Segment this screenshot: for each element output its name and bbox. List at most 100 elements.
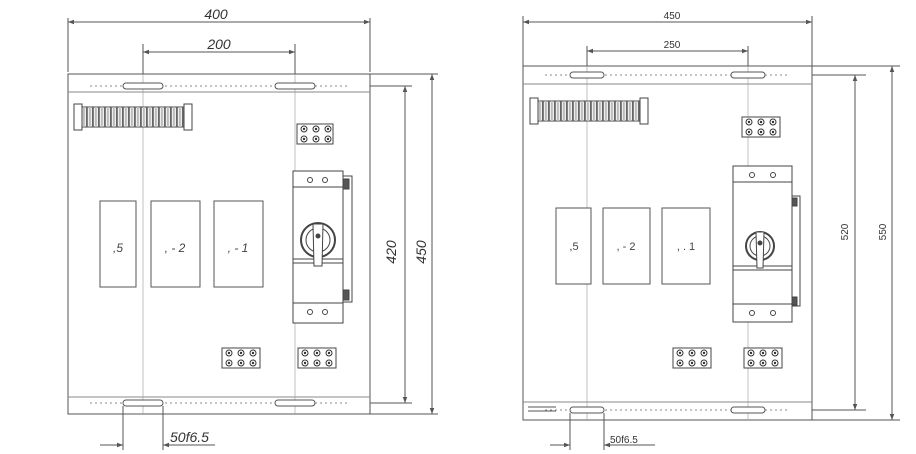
screw-head [302,137,306,141]
terminal-rib [554,101,556,121]
right-slot-dim: 50f6.5 [610,435,638,446]
terminal-rib [86,107,88,127]
left-terminal-block-bottom-2 [297,347,337,369]
left-slot-dim: 50f6.5 [170,429,209,445]
screw-head [747,120,751,124]
terminal-rib [95,107,97,127]
terminal-rib [116,107,118,127]
right-rotary-switch [732,165,801,323]
terminal-rib [539,101,541,121]
screw-head [759,130,763,134]
terminal-rib [563,101,565,121]
terminal-rib [542,101,544,121]
terminal-rib [581,101,583,121]
terminal-rib [167,107,169,127]
terminal-rib [614,101,616,121]
screw-head [690,351,694,355]
screw-head [327,361,331,365]
terminal-rib [158,107,160,127]
terminal-rib [149,107,151,127]
screw-head [315,351,319,355]
screw-head [678,351,682,355]
terminal-rib [113,107,115,127]
terminal-rib [104,107,106,127]
right-outer-height-dim: 550 [878,223,889,240]
terminal-rib [140,107,142,127]
terminal-rib [110,107,112,127]
terminal-rib [173,107,175,127]
terminal-rib [611,101,613,121]
right-inner-height-dim: 520 [840,223,851,240]
right-terminal-block-bottom-1 [672,347,712,369]
screw-head [239,361,243,365]
right-dimension-labels: 450 250 520 550 50f6.5 [610,11,889,446]
terminal-rib [608,101,610,121]
right-terminal-block-top [741,116,781,138]
right-hole-spacing-dim: 250 [664,40,681,51]
screw-head [327,351,331,355]
screw-head [773,361,777,365]
terminal-rib [569,101,571,121]
left-rotary-switch [292,170,353,324]
terminal-rib [152,107,154,127]
screw-head [227,351,231,355]
terminal-rib [632,101,634,121]
right-box-label-1: ,5 [569,241,578,253]
terminal-rib [566,101,568,121]
screw-head [326,137,330,141]
terminal-rib [584,101,586,121]
screw-head [251,361,255,365]
right-component-box-3: , . 1 [661,207,711,285]
left-component-box-1: ,5 [99,200,137,288]
screw-head [702,361,706,365]
screw-head [761,361,765,365]
terminal-rib [134,107,136,127]
left-outer-height-dim: 450 [413,240,429,264]
terminal-rib [164,107,166,127]
right-terminal-strip [529,97,649,125]
screw-head [314,137,318,141]
right-component-box-2: , - 2 [602,207,651,285]
right-terminal-block-bottom-2 [743,347,783,369]
right-component-box-1: ,5 [555,207,592,285]
terminal-rib [629,101,631,121]
left-component-box-3: , - 1 [213,200,264,288]
right-width-dim: 450 [664,11,681,22]
left-box-label-1: ,5 [113,241,123,255]
screw-head [302,127,306,131]
screw-head [303,361,307,365]
left-inner-height-dim: 420 [383,240,399,264]
terminal-rib [182,107,184,127]
left-component-box-2: , - 2 [150,200,201,288]
terminal-rib [635,101,637,121]
right-box-label-2: , - 2 [617,241,636,253]
left-terminal-block-bottom-1 [221,347,261,369]
left-terminal-block-top [296,123,334,145]
terminal-rib [137,107,139,127]
terminal-rib [560,101,562,121]
terminal-rib [143,107,145,127]
terminal-rib [98,107,100,127]
terminal-rib [176,107,178,127]
screw-head [314,127,318,131]
terminal-rib [572,101,574,121]
screw-head [239,351,243,355]
terminal-rib [602,101,604,121]
left-dimension-labels: 400 200 420 450 50f6.5 [170,6,429,445]
terminal-rib [593,101,595,121]
terminal-rib [548,101,550,121]
left-terminal-strip [73,103,193,131]
terminal-rib [101,107,103,127]
terminal-rib [161,107,163,127]
terminal-rib [128,107,130,127]
left-width-dim: 400 [204,6,228,22]
terminal-rib [623,101,625,121]
terminal-rib [92,107,94,127]
terminal-rib [131,107,133,127]
terminal-rib [596,101,598,121]
screw-head [749,361,753,365]
screw-head [227,361,231,365]
screw-head [315,361,319,365]
screw-head [678,361,682,365]
